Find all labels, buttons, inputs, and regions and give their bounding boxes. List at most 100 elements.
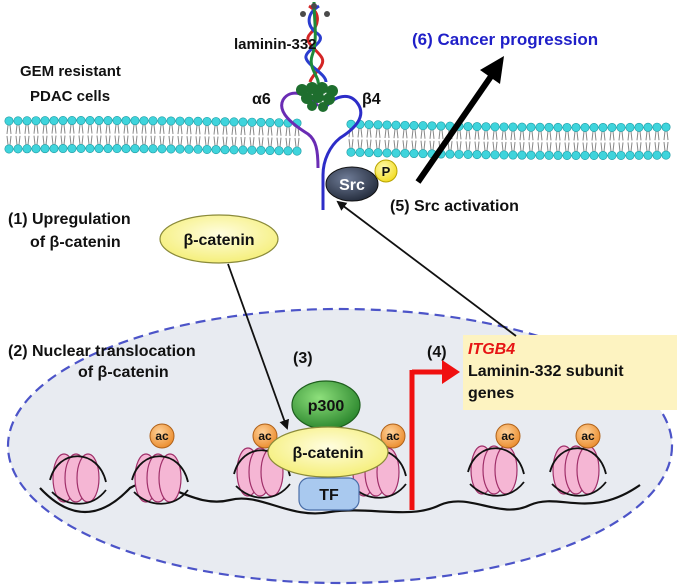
lipid-tail — [153, 135, 156, 145]
lipid-tail — [486, 130, 489, 140]
lipid-tail — [15, 135, 18, 145]
lipid-tail — [618, 131, 621, 141]
lipid-tail — [528, 142, 531, 152]
src-activation-label: (5) Src activation — [390, 198, 519, 215]
lipid-tail — [207, 125, 210, 135]
lipid-tail — [198, 136, 201, 146]
p300-label: p300 — [308, 398, 345, 415]
lipid-tail — [546, 142, 549, 152]
lipid-tail — [270, 137, 273, 147]
lipid-tail — [198, 125, 201, 135]
lipid-tail — [99, 135, 102, 145]
lipid-head — [571, 122, 581, 132]
lipid-tail — [450, 141, 453, 151]
lipid-tail — [252, 126, 255, 136]
lipid-tail — [105, 135, 108, 145]
lipid-head — [166, 116, 176, 126]
lipid-tail — [294, 127, 297, 137]
lipid-tail — [375, 139, 378, 149]
lipid-head — [553, 122, 563, 132]
lipid-tail — [162, 135, 165, 145]
lipid-tail — [42, 124, 45, 134]
lipid-tail — [96, 124, 99, 134]
lipid-head — [625, 150, 635, 160]
lipid-tail — [168, 124, 171, 135]
lipid-tail — [141, 135, 144, 145]
lipid-head — [463, 149, 473, 159]
lipid-tail — [501, 130, 504, 141]
lipid-tail — [153, 124, 156, 134]
lipid-head — [4, 116, 14, 126]
lipid-head — [130, 116, 140, 126]
lipid-tail — [87, 135, 90, 145]
lipid-tail — [108, 124, 111, 134]
step4-label: (4) — [427, 344, 447, 361]
lipid-tail — [225, 136, 228, 146]
genes-label-line2: genes — [468, 385, 514, 402]
genes-label-line1: Laminin-332 subunit — [468, 363, 624, 380]
lipid-head — [13, 144, 23, 154]
lipid-tail — [42, 135, 45, 145]
cell-membrane — [4, 115, 671, 161]
lipid-tail — [159, 135, 162, 145]
lipid-tail — [96, 135, 99, 145]
lipid-tail — [609, 131, 612, 141]
itgb4-label: ITGB4 — [468, 341, 515, 358]
lipid-tail — [258, 126, 261, 136]
lipid-tail — [45, 124, 48, 134]
lipid-tail — [612, 131, 615, 141]
lipid-tail — [105, 124, 108, 134]
lipid-tail — [492, 141, 495, 151]
phospho-label: P — [382, 164, 391, 179]
lipid-head — [616, 122, 626, 132]
lipid-tail — [18, 135, 21, 145]
lipid-tail — [54, 124, 57, 134]
lipid-head — [220, 145, 230, 155]
lipid-tail — [582, 131, 585, 141]
lipid-tail — [357, 128, 360, 138]
lipid-tail — [591, 142, 594, 152]
lipid-tail — [177, 125, 180, 135]
lipid-head — [139, 116, 149, 126]
lipid-tail — [216, 136, 219, 146]
lipid-tail — [81, 135, 84, 145]
lipid-head — [364, 148, 374, 158]
lipid-head — [553, 150, 563, 160]
lipid-tail — [90, 135, 93, 145]
lipid-tail — [276, 137, 279, 147]
lipid-tail — [195, 136, 198, 146]
ac-badge: ac — [149, 423, 175, 449]
beta-catenin-cytoplasm-label: β-catenin — [183, 232, 254, 249]
lipid-tail — [666, 131, 669, 141]
lipid-tail — [87, 124, 90, 134]
lipid-tail — [483, 130, 486, 140]
feedback-arrow — [336, 200, 517, 337]
lipid-head — [85, 115, 95, 125]
tf-label: TF — [319, 487, 339, 504]
lipid-tail — [288, 137, 291, 147]
lipid-tail — [465, 130, 468, 140]
lipid-tail — [216, 125, 219, 135]
beta4-label: β4 — [362, 91, 381, 108]
lipid-head — [211, 117, 221, 127]
lipid-head — [49, 116, 59, 126]
lipid-tail — [72, 135, 75, 145]
lipid-head — [373, 120, 383, 130]
lipid-tail — [114, 135, 117, 145]
lipid-tail — [465, 141, 468, 151]
lipid-tail — [378, 139, 381, 149]
lipid-tail — [366, 139, 369, 149]
lipid-head — [112, 144, 122, 154]
dna-strand — [39, 482, 641, 515]
lipid-tail — [69, 124, 72, 134]
lipid-head — [4, 144, 14, 154]
lipid-head — [148, 116, 158, 126]
lipid-tail — [636, 131, 639, 141]
lipid-head — [571, 150, 581, 160]
lipid-tail — [369, 128, 372, 138]
lipid-head — [22, 116, 32, 126]
step3-label: (3) — [293, 350, 313, 367]
lipid-tail — [468, 130, 471, 140]
lipid-tail — [429, 129, 432, 139]
